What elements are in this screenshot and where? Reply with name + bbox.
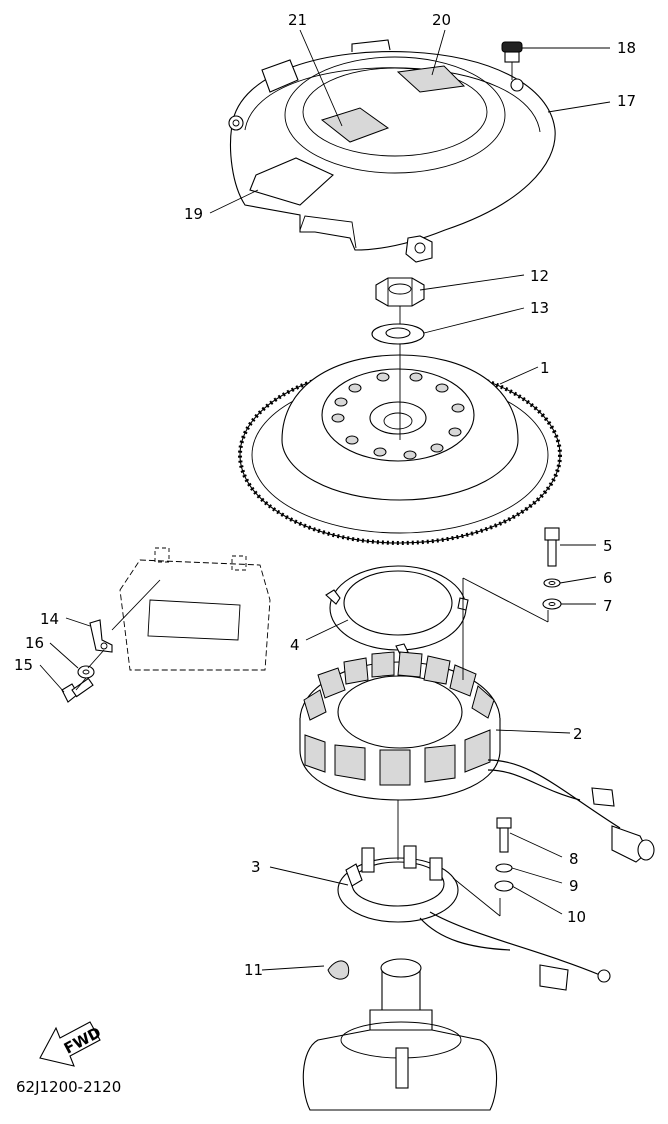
callout-8: 8 <box>569 850 579 868</box>
callout-20: 20 <box>432 11 451 29</box>
part-code: 62J1200-2120 <box>16 1078 121 1096</box>
callout-9: 9 <box>569 877 579 895</box>
callout-7: 7 <box>603 597 613 615</box>
bracket-14 <box>89 619 113 653</box>
callout-1: 1 <box>540 359 550 377</box>
stator-2 <box>299 651 655 863</box>
bolt-8 <box>496 817 512 853</box>
washer-9 <box>495 863 513 873</box>
callout-6: 6 <box>603 569 613 587</box>
callout-13: 13 <box>530 299 549 317</box>
bolt-5 <box>544 527 560 567</box>
callout-14: 14 <box>40 610 59 628</box>
flywheel-bolt-holes <box>331 372 465 460</box>
callout-2: 2 <box>573 725 583 743</box>
washer-7 <box>542 598 562 610</box>
callout-12: 12 <box>530 267 549 285</box>
callout-17: 17 <box>617 92 636 110</box>
callout-18: 18 <box>617 39 636 57</box>
washer-10 <box>494 880 514 892</box>
woodruff-key-11 <box>327 960 350 980</box>
callout-21: 21 <box>288 11 307 29</box>
leader-lines <box>39 29 611 971</box>
bolt-15 <box>61 677 94 703</box>
callout-15: 15 <box>14 656 33 674</box>
callout-3: 3 <box>251 858 261 876</box>
nut-12 <box>375 277 425 307</box>
cover-label-21 <box>320 107 390 143</box>
callout-5: 5 <box>603 537 613 555</box>
washer-13 <box>371 323 425 345</box>
callout-19: 19 <box>184 205 203 223</box>
callout-numbers: 1 2 3 4 5 6 7 8 9 10 11 12 13 14 15 16 1… <box>14 11 636 979</box>
crankshaft-block <box>302 958 498 1111</box>
assembly-axis-lines <box>75 306 549 917</box>
flywheel-cover <box>228 39 556 263</box>
washer-16 <box>77 665 95 679</box>
cover-label-20 <box>396 65 466 93</box>
pulser-coil-3 <box>337 845 611 991</box>
callout-16: 16 <box>25 634 44 652</box>
cylinder-block-fragment <box>119 547 271 671</box>
cover-panel-19 <box>249 157 334 206</box>
callout-11: 11 <box>244 961 263 979</box>
callout-4: 4 <box>290 636 300 654</box>
washer-6 <box>543 578 561 588</box>
stator-ring-4 <box>325 565 469 655</box>
callout-10: 10 <box>567 908 586 926</box>
grommet-18 <box>501 41 523 80</box>
fwd-arrow: FWD <box>39 1021 104 1067</box>
